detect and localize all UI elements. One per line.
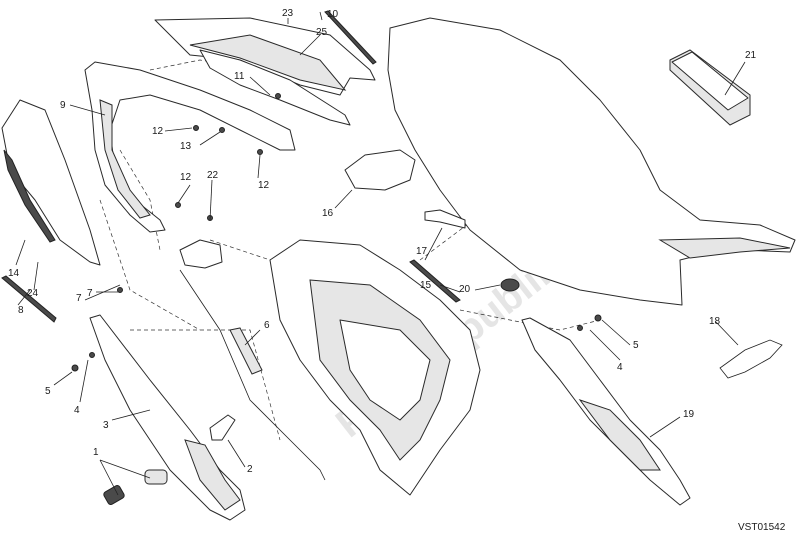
callout-2: 2 [247,464,253,475]
callout-3: 3 [103,420,109,431]
callout-1: 1 [93,447,99,458]
callout-5b: 5 [633,340,639,351]
callout-4a: 4 [74,405,80,416]
rubber-bumper [500,278,520,292]
rear-subframe [269,239,481,496]
fasteners [71,93,602,372]
left-tail-fairing [89,314,246,521]
callout-7b: 7 [87,288,93,299]
callout-6: 6 [264,320,270,331]
callout-leaders [15,11,746,496]
callout-16: 16 [322,208,334,219]
drawing-code: VST01542 [738,522,786,533]
callout-12b: 12 [180,172,192,183]
callout-20: 20 [459,284,471,295]
wiring-connector [424,209,466,229]
tail-top-cover [154,17,376,126]
callout-8: 8 [18,305,24,316]
callout-4b: 4 [617,362,623,373]
key-lock-assembly [103,469,168,505]
grab-rail [84,61,296,233]
callout-9: 9 [60,100,66,111]
owner-manual [669,49,751,126]
right-tail-fairing [521,317,691,506]
callout-12c: 12 [258,180,270,191]
bracket [209,414,236,441]
callout-5a: 5 [45,386,51,397]
strap [719,339,783,379]
callout-24: 24 [27,288,39,299]
callout-15: 15 [420,280,432,291]
callout-21: 21 [745,50,757,61]
callout-19: 19 [683,409,695,420]
callout-10: 10 [327,9,339,20]
seat-latch [179,239,223,269]
left-side-panel [1,99,101,266]
seat [387,17,796,306]
callout-25: 25 [316,27,328,38]
callout-14: 14 [8,268,20,279]
callouts: 1 2 3 4 4 5 5 6 7 7 8 9 10 11 12 12 12 1… [8,8,757,475]
callout-17: 17 [416,246,428,257]
callout-7a: 7 [76,293,82,304]
callout-11: 11 [234,71,245,82]
callout-22: 22 [207,170,219,181]
decal-strips [1,10,461,323]
seat-pad [344,149,416,191]
seat-release-cable [179,269,326,481]
callout-13: 13 [180,141,192,152]
callout-23: 23 [282,8,294,19]
callout-18: 18 [709,316,721,327]
callout-12a: 12 [152,126,164,137]
